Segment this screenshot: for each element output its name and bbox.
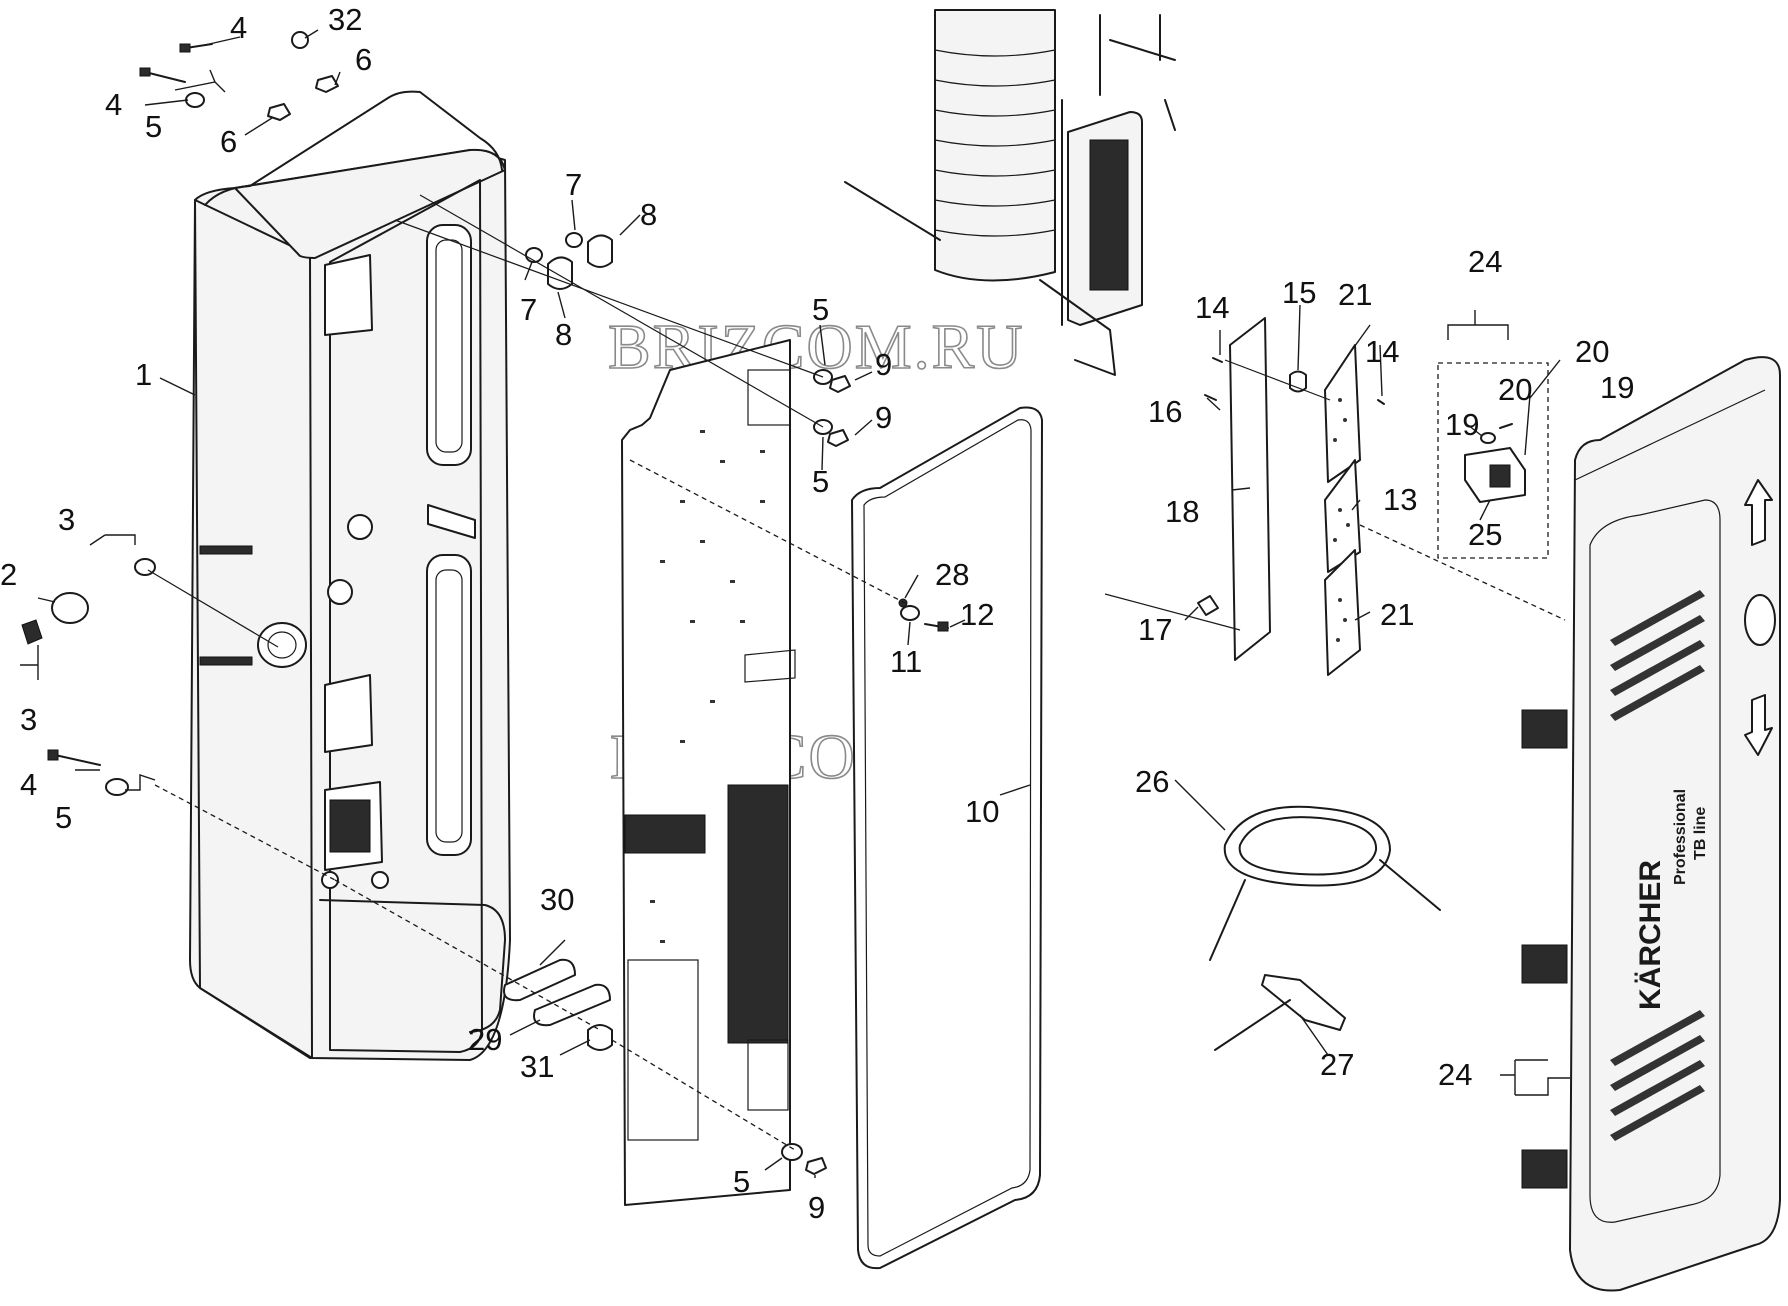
karcher-logo: KÄRCHER	[1634, 860, 1667, 1010]
callout-2: 2	[0, 557, 17, 592]
callout-labels: 1 2 3 3 4 4 4 5 5 5 5 5 6 6 7 7 8 8 9 9 …	[0, 2, 1634, 1225]
callout-20-right: 20	[1575, 334, 1609, 369]
callout-12: 12	[960, 597, 994, 632]
callout-7-lower: 7	[520, 292, 537, 327]
spacers-7-8	[525, 232, 613, 290]
box-24-25	[1437, 362, 1549, 559]
panel-label-professional: Professional	[1672, 789, 1689, 885]
callout-27: 27	[1320, 1047, 1354, 1082]
callout-5-plate-top: 5	[812, 292, 829, 327]
callout-15: 15	[1282, 275, 1316, 310]
callout-6-mid: 6	[220, 124, 237, 159]
callout-11: 11	[890, 644, 922, 679]
callout-24-bottom: 24	[1438, 1057, 1472, 1092]
callout-7-upper: 7	[565, 167, 582, 202]
callout-1: 1	[135, 357, 152, 392]
callout-18: 18	[1165, 494, 1199, 529]
callout-4-top: 4	[230, 10, 247, 45]
callout-5-bottom: 5	[733, 1164, 750, 1199]
assembly-lines	[147, 194, 1566, 1151]
callout-13: 13	[1383, 482, 1417, 517]
callout-21-lower: 21	[1380, 597, 1414, 632]
callout-9-bottom: 9	[808, 1190, 825, 1225]
cable-26	[1209, 805, 1441, 961]
callout-9-mid: 9	[875, 400, 892, 435]
fasteners-top-left	[139, 31, 339, 121]
housing-shell	[189, 90, 511, 1061]
panel-label-tbline: TB line	[1692, 807, 1709, 860]
callout-21-upper: 21	[1338, 277, 1372, 312]
callout-3-lower: 3	[20, 702, 37, 737]
callout-8-lower: 8	[555, 317, 572, 352]
callout-31: 31	[520, 1049, 554, 1084]
callout-19-left: 19	[1445, 407, 1479, 442]
callout-20-left: 20	[1498, 372, 1532, 407]
callout-8-upper: 8	[640, 197, 657, 232]
callout-26: 26	[1135, 764, 1169, 799]
callout-14-right: 14	[1365, 334, 1399, 369]
callout-5-left: 5	[55, 800, 72, 835]
callout-5-top: 5	[145, 109, 162, 144]
callout-17: 17	[1138, 612, 1172, 647]
callout-5-plate-mid: 5	[812, 464, 829, 499]
leader-lines	[20, 29, 1570, 1178]
callout-28: 28	[935, 557, 969, 592]
perforated-plates-21-13	[1324, 344, 1361, 676]
callout-25: 25	[1468, 517, 1502, 552]
t-handle-tool-27	[1214, 974, 1346, 1051]
callout-9-upper: 9	[875, 347, 892, 382]
callout-4-lower: 4	[20, 767, 37, 802]
callout-10: 10	[965, 794, 999, 829]
callout-6-top: 6	[355, 42, 372, 77]
bracket-parts	[503, 958, 613, 1051]
callout-29: 29	[468, 1022, 502, 1057]
cap-and-grommet	[21, 558, 156, 645]
gasket-frame	[851, 406, 1043, 1270]
front-panel-24: KÄRCHER Professional TB line	[1521, 356, 1781, 1292]
plate-18	[1197, 317, 1271, 661]
callout-30: 30	[540, 882, 574, 917]
bolt-lower-left	[47, 749, 129, 796]
callout-3-upper: 3	[58, 502, 75, 537]
callout-14-left: 14	[1195, 290, 1229, 325]
callout-16: 16	[1148, 394, 1182, 429]
callout-32: 32	[328, 2, 362, 37]
reference-assembly-top	[844, 9, 1176, 376]
callout-19-right: 19	[1600, 370, 1634, 405]
callout-4-mid: 4	[105, 87, 122, 122]
circuit-board-plate	[621, 339, 796, 1206]
callout-24-top: 24	[1468, 244, 1502, 279]
screw-set-11-12-28	[898, 598, 949, 632]
